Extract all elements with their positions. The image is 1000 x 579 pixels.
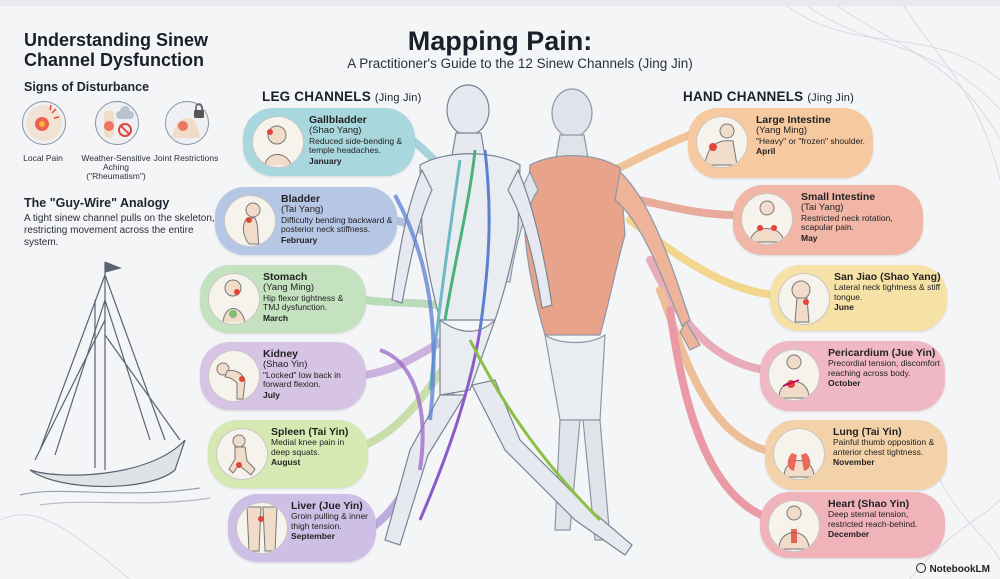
- hand-card-large-intestine: Large Intestine (Yang Ming) "Heavy" or "…: [688, 108, 873, 178]
- channel-name: Stomach: [263, 271, 308, 283]
- signs-title: Signs of Disturbance: [24, 80, 150, 94]
- left-panel-title: Understanding Sinew Channel Dysfunction: [24, 30, 209, 70]
- sign-label-local-pain: Local Pain: [23, 153, 63, 163]
- channel-month: March: [263, 312, 289, 323]
- channel-description: Groin pulling & inner thigh tension.: [291, 511, 369, 531]
- chest-reach-icon: [768, 349, 820, 401]
- channel-description: Deep sternal tension, restricted reach-b…: [828, 509, 918, 529]
- weather-knee-icon: [95, 101, 139, 145]
- hand-channel-ribbons: [586, 131, 779, 524]
- channel-month: August: [271, 457, 301, 467]
- channel-month: October: [828, 378, 861, 388]
- deep-squat-icon: [216, 428, 268, 480]
- channel-name: Pericardium (Jue Yin): [828, 347, 936, 359]
- hand-channels-heading: HAND CHANNELS (Jing Jin): [683, 89, 854, 104]
- channel-month: April: [756, 146, 776, 156]
- channel-name: Large Intestine: [756, 114, 831, 126]
- channel-description: "Locked" low back in forward flexion.: [263, 369, 341, 389]
- channel-name: Bladder: [281, 193, 321, 205]
- channel-description: Precordial tension, discomfort reaching …: [828, 358, 940, 378]
- frozen-shoulder-icon: [696, 116, 748, 168]
- channel-month: July: [263, 389, 281, 400]
- channel-subname: (Tai Yang): [281, 204, 324, 215]
- channel-month: September: [291, 531, 335, 541]
- lateral-neck-icon: [778, 273, 830, 325]
- channel-description: Restricted neck rotation, scapular pain.: [801, 212, 893, 232]
- sternum-icon: [768, 500, 820, 552]
- hand-card-small-intestine: Small Intestine (Tai Yang) Restricted ne…: [733, 185, 923, 255]
- channel-month: November: [833, 457, 875, 467]
- channel-subname: (Shao Yin): [263, 359, 308, 370]
- channel-name: Small Intestine: [801, 191, 876, 203]
- main-subtitle: A Practitioner's Guide to the 12 Sinew C…: [347, 56, 693, 71]
- brand-logo-icon: [916, 563, 927, 573]
- lungs-thumb-icon: [773, 428, 825, 480]
- leg-card-stomach: Stomach (Yang Ming) Hip flexor tightness…: [200, 265, 366, 333]
- channel-description: Lateral neck tightness & stiff tongue.: [834, 282, 941, 302]
- channel-month: June: [834, 302, 854, 312]
- hand-card-san-jiao: San Jiao (Shao Yang) Lateral neck tightn…: [770, 265, 947, 331]
- channel-name: Liver (Jue Yin): [291, 500, 363, 512]
- hand-card-heart: Heart (Shao Yin) Deep sternal tension, r…: [760, 492, 945, 558]
- top-strip: [0, 0, 1000, 6]
- channel-description: Painful thumb opposition & anterior ches…: [833, 437, 935, 457]
- leg-card-gallbladder: Gallbladder (Shao Yang) Reduced side-ben…: [243, 108, 415, 176]
- channel-subname: (Shao Yang): [309, 125, 362, 136]
- leg-card-liver: Liver (Jue Yin) Groin pulling & inner th…: [228, 494, 376, 562]
- channel-description: "Heavy" or "frozen" shoulder.: [756, 135, 865, 146]
- pain-spot-icon: [22, 101, 66, 145]
- sailboat-sketch: [19, 261, 211, 506]
- leg-card-spleen: Spleen (Tai Yin) Medial knee pain in dee…: [208, 420, 368, 488]
- hand-card-pericardium: Pericardium (Jue Yin) Precordial tension…: [760, 341, 945, 411]
- channel-description: Hip flexor tightness & TMJ dysfunction.: [263, 292, 344, 312]
- channel-name: San Jiao (Shao Yang): [834, 271, 941, 283]
- inner-thigh-icon: [236, 502, 288, 554]
- channel-subname: (Tai Yang): [801, 202, 844, 213]
- leg-card-bladder: Bladder (Tai Yang) Difficulty bending ba…: [215, 187, 397, 255]
- brand-watermark: NotebookLM: [916, 563, 990, 575]
- head-side-icon: [252, 116, 304, 168]
- channel-name: Heart (Shao Yin): [828, 498, 910, 510]
- channel-month: December: [828, 529, 870, 539]
- anterior-figure: [384, 84, 633, 556]
- channel-name: Spleen (Tai Yin): [271, 426, 349, 438]
- channel-description: Difficulty bending backward & posterior …: [281, 214, 393, 234]
- hand-card-lung: Lung (Tai Yin) Painful thumb opposition …: [765, 420, 947, 490]
- channel-description: Medial knee pain in deep squats.: [271, 437, 345, 457]
- channel-description: Reduced side-bending & temple headaches.: [309, 135, 403, 155]
- leg-card-kidney: Kidney (Shao Yin) "Locked" low back in f…: [200, 342, 366, 410]
- leg-channels-heading: LEG CHANNELS (Jing Jin): [262, 89, 422, 104]
- channel-month: February: [281, 234, 318, 245]
- back-bend-icon: [224, 195, 276, 247]
- channel-name: Lung (Tai Yin): [833, 426, 902, 438]
- sign-label-joint-restrictions: Joint Restrictions: [153, 153, 219, 163]
- locked-shoulder-icon: [165, 101, 209, 145]
- guy-wire-title: The "Guy-Wire" Analogy: [24, 196, 170, 210]
- channel-name: Kidney: [263, 348, 299, 360]
- channel-month: May: [801, 232, 818, 243]
- channel-subname: (Yang Ming): [263, 282, 315, 293]
- main-title: Mapping Pain:: [407, 26, 593, 56]
- sign-label-weather-sensitive: Weather-Sensitive Aching ("Rheumatism"): [81, 153, 151, 181]
- guy-wire-text: A tight sinew channel pulls on the skele…: [24, 213, 215, 248]
- channel-subname: (Yang Ming): [756, 125, 808, 136]
- forward-flexion-icon: [208, 350, 260, 402]
- channel-name: Gallbladder: [309, 114, 367, 126]
- neck-rotation-icon: [741, 193, 793, 245]
- channel-month: January: [309, 155, 342, 166]
- jaw-hip-icon: [208, 273, 260, 325]
